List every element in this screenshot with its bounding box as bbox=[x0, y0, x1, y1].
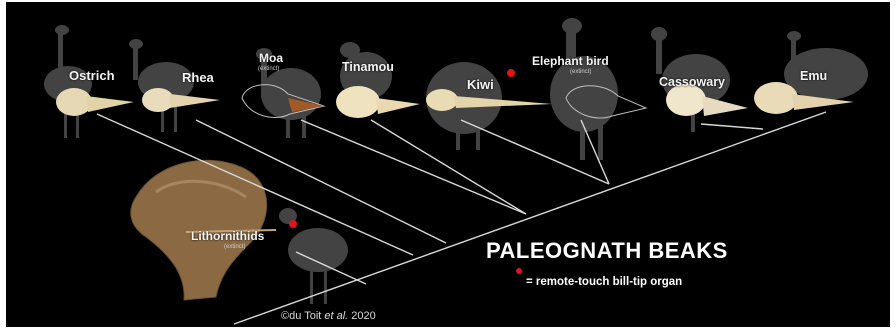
figure-panel: Ostrich Rhea Moa (extinct) Tinamou Kiwi … bbox=[6, 2, 890, 327]
rhea-silhouette bbox=[129, 39, 194, 132]
figure-title: PALEOGNATH BEAKS bbox=[486, 238, 728, 264]
kiwi-bill-tip-organ-marker bbox=[507, 69, 515, 77]
taxon-label-kiwi: Kiwi bbox=[467, 77, 494, 92]
taxon-label-rhea: Rhea bbox=[182, 70, 214, 85]
taxon-label-elephant-bird: Elephant bird bbox=[532, 54, 609, 68]
ostrich-skull bbox=[56, 88, 134, 116]
credit-etal: et al. bbox=[324, 310, 348, 322]
taxon-label-emu: Emu bbox=[800, 69, 827, 83]
taxon-label-ostrich: Ostrich bbox=[69, 68, 115, 83]
legend-text: = remote-touch bill-tip organ bbox=[526, 276, 682, 288]
taxon-note-lithornithids: (extinct) bbox=[224, 244, 245, 250]
credit: ©du Toit et al. 2020 bbox=[281, 310, 376, 322]
branch-tinamou bbox=[371, 120, 526, 214]
bird-silhouettes bbox=[44, 18, 868, 304]
lithornithid-bill-tip-organ-marker bbox=[289, 220, 297, 228]
tree-backbone bbox=[234, 112, 826, 324]
phylogeny-diagram bbox=[6, 2, 890, 327]
taxon-note-moa: (extinct) bbox=[258, 66, 279, 72]
legend-red-dot bbox=[516, 268, 522, 274]
taxon-note-elephant-bird: (extinct) bbox=[570, 69, 591, 75]
branch-cassowary bbox=[701, 124, 763, 129]
taxon-label-cassowary: Cassowary bbox=[659, 75, 725, 89]
credit-prefix: ©du Toit bbox=[281, 310, 324, 322]
taxon-label-lithornithids: Lithornithids bbox=[191, 229, 264, 243]
taxon-label-moa: Moa bbox=[259, 51, 283, 65]
credit-year: 2020 bbox=[348, 310, 376, 322]
taxon-label-tinamou: Tinamou bbox=[342, 60, 394, 74]
emu-silhouette bbox=[784, 31, 868, 100]
